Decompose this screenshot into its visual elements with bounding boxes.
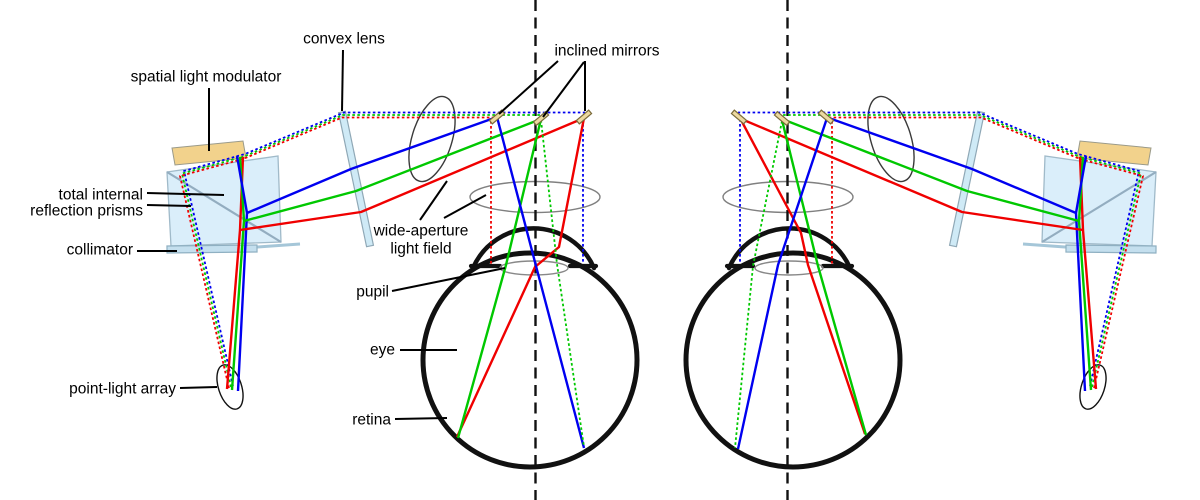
eye-rays-right bbox=[734, 117, 868, 450]
label-pointer-inclined-mirrors-0 bbox=[498, 60, 559, 115]
label-total-internal-reflection-prisms-line2: reflection prisms bbox=[30, 203, 143, 220]
point-light-array-left bbox=[216, 364, 244, 410]
label-pointer-inclined-mirrors-1 bbox=[542, 61, 585, 118]
label-pointer-wide-aperture-light-field-0 bbox=[419, 180, 448, 221]
ray-red-solid bbox=[455, 117, 586, 438]
ray-red-dotted bbox=[825, 116, 1144, 389]
label-eye: eye bbox=[370, 342, 395, 359]
label-pointer-retina-0 bbox=[394, 417, 448, 420]
label-pointer-total-internal-reflection-prisms-1 bbox=[146, 204, 192, 207]
prism-diagonal-right bbox=[1041, 171, 1157, 243]
point-light-array-right bbox=[1079, 364, 1107, 410]
label-total-internal-reflection-prisms-line1: total internal bbox=[59, 187, 143, 204]
eye-left bbox=[420, 226, 640, 470]
light-field-tilted-ellipse-right bbox=[867, 95, 915, 183]
ray-green-dotted bbox=[181, 114, 542, 388]
optics-module-left bbox=[166, 95, 601, 410]
label-wide-aperture-light-field-line1: wide-aperture bbox=[373, 223, 469, 240]
label-pointer-wide-aperture-light-field-1 bbox=[443, 194, 487, 219]
label-wide-aperture-light-field-line2: light field bbox=[390, 241, 451, 258]
spatial-light-modulator-right bbox=[1076, 140, 1152, 166]
label-pointer-convex-lens-0 bbox=[341, 49, 344, 112]
label-inclined-mirrors: inclined mirrors bbox=[554, 43, 659, 60]
prism-diagonal-left bbox=[166, 171, 282, 243]
inclined-mirror-right-3 bbox=[730, 109, 748, 125]
ray-blue-solid bbox=[825, 115, 1077, 215]
collimator-left bbox=[166, 244, 258, 254]
ray-green-dotted bbox=[781, 114, 1142, 388]
ray-green-solid bbox=[781, 117, 1080, 223]
labels-layer: spatial light modulator convex lens inclin… bbox=[30, 31, 660, 429]
ray-green-solid bbox=[780, 119, 868, 436]
inclined-mirror-right-2 bbox=[773, 110, 791, 127]
ray-blue-dotted bbox=[183, 111, 585, 387]
ray-green-solid bbox=[456, 118, 543, 439]
light-field-tilted-ellipse-left bbox=[408, 95, 456, 183]
convex-lens-left bbox=[337, 110, 375, 248]
inclined-mirror-left-3 bbox=[575, 109, 593, 125]
ray-blue-solid bbox=[495, 116, 586, 449]
label-pointer-pupil-0 bbox=[391, 267, 506, 292]
convex-lens-right bbox=[948, 110, 986, 248]
inclined-mirror-right-1 bbox=[817, 109, 835, 125]
label-pointer-point-light-array-0 bbox=[179, 386, 218, 389]
rays-left bbox=[179, 111, 585, 392]
label-collimator: collimator bbox=[67, 242, 133, 259]
ray-red-solid bbox=[738, 116, 1084, 232]
label-pupil: pupil bbox=[356, 284, 389, 301]
eye-right bbox=[683, 226, 903, 470]
collimator-right bbox=[1065, 244, 1157, 254]
ray-blue-dotted bbox=[738, 111, 1140, 387]
eye-rays-left bbox=[455, 116, 586, 449]
label-pointer-total-internal-reflection-prisms-0 bbox=[146, 192, 225, 196]
eyeball-right bbox=[683, 250, 903, 470]
ray-blue-solid bbox=[246, 115, 498, 215]
label-retina: retina bbox=[352, 412, 391, 429]
ray-red-dotted bbox=[179, 116, 498, 389]
label-spatial-light-modulator: spatial light modulator bbox=[131, 69, 282, 86]
label-point-light-array: point-light array bbox=[69, 381, 176, 398]
label-convex-lens: convex lens bbox=[303, 31, 385, 48]
ray-green-solid bbox=[243, 117, 542, 223]
rays-right bbox=[738, 111, 1144, 392]
pupil-lens-right bbox=[754, 260, 824, 276]
ray-red-solid bbox=[239, 116, 585, 232]
ray-blue-solid bbox=[736, 117, 829, 450]
eyeball-left bbox=[420, 250, 640, 470]
